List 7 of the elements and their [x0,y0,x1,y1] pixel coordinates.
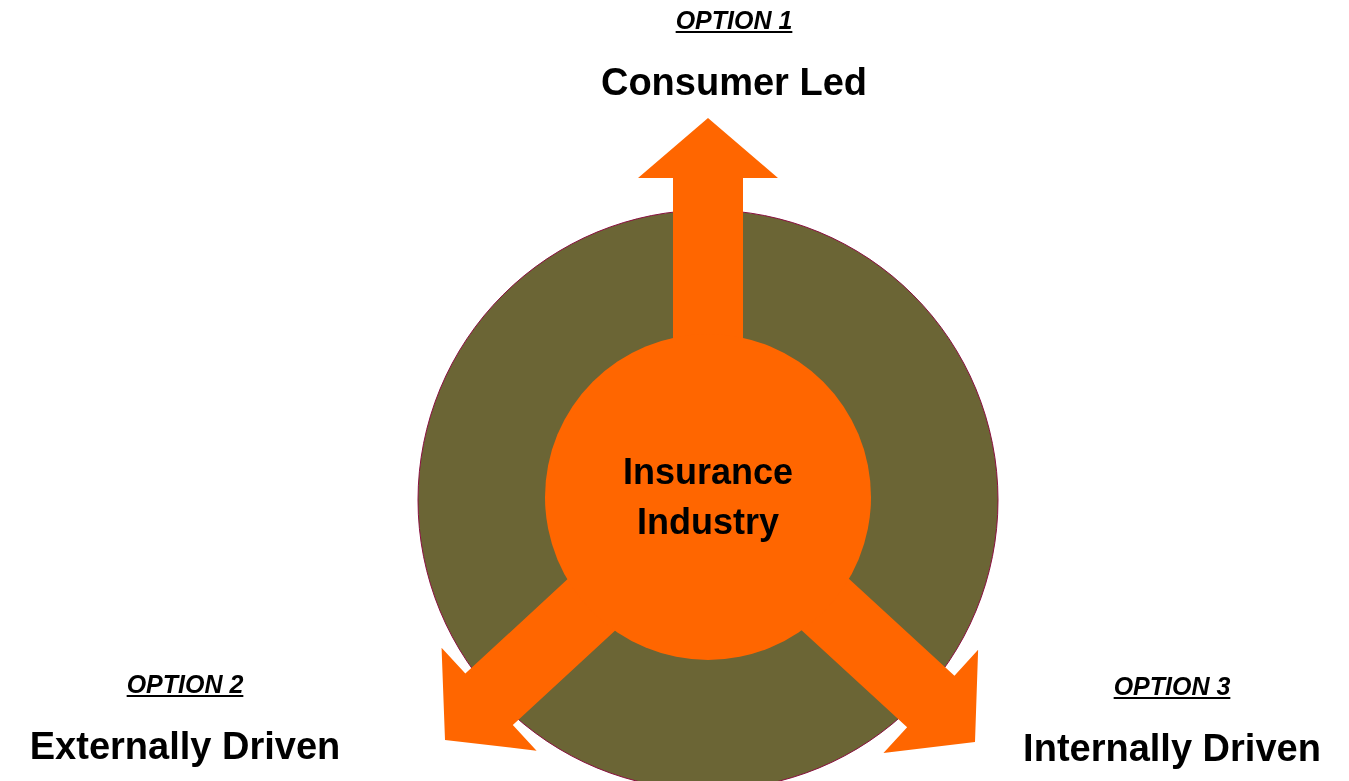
option-number: OPTION 3 [1113,672,1231,701]
center-label: Insurance Industry [621,450,795,544]
option-number: OPTION 2 [126,670,244,699]
option-title: Externally Driven [29,725,341,768]
option-title: Internally Driven [1023,727,1321,770]
option-number: OPTION 1 [675,6,793,35]
option-title: Consumer Led [600,61,867,104]
